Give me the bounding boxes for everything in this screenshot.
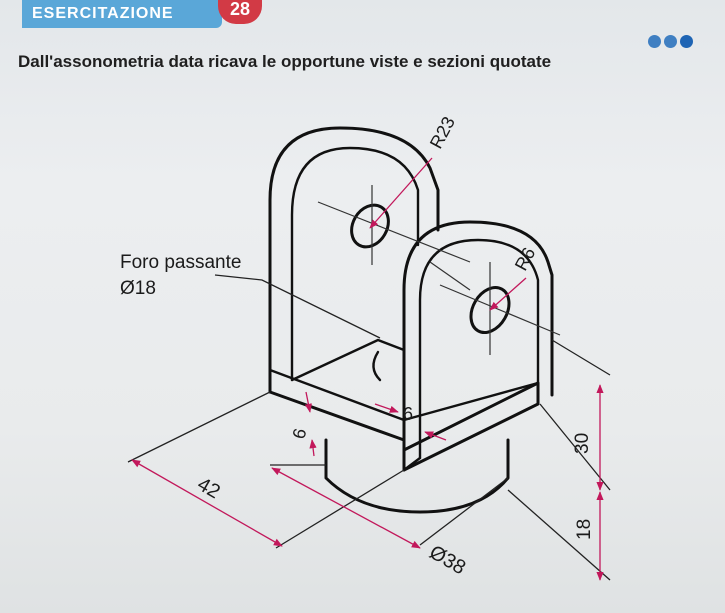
back-hole: [350, 203, 390, 249]
difficulty-dot-icon: [648, 35, 661, 48]
dim-label-r23: R23: [426, 113, 459, 152]
dim-label-6-top: 6: [403, 404, 413, 424]
difficulty-dot-icon: [664, 35, 677, 48]
extension-line: [127, 391, 271, 463]
difficulty-dot-icon: [680, 35, 693, 48]
dim-line-42: [131, 459, 283, 547]
center-line: [429, 261, 471, 291]
extension-line: [507, 489, 611, 581]
dim-label-30: 30: [572, 433, 593, 454]
dim-label-6-left: 6: [289, 426, 311, 441]
dim-line-r23: [369, 157, 433, 229]
exercise-number-badge: 28: [218, 0, 262, 24]
hole-label-line2: Ø18: [120, 278, 156, 299]
dim-label-d38: Ø38: [426, 541, 470, 579]
front-lug-inner-edge: [418, 238, 540, 460]
dim-line-d38: [271, 467, 421, 549]
dim-label-42: 42: [194, 473, 224, 503]
center-line: [317, 201, 471, 263]
dim-line-6-left: [304, 391, 312, 413]
difficulty-dots: [648, 35, 693, 48]
inner-floor-edge: [290, 338, 406, 382]
front-lug: [402, 220, 554, 472]
dim-line-r6: [489, 277, 527, 311]
inner-hole-arc: [372, 350, 382, 382]
center-line: [439, 284, 561, 336]
dim-line-6-left-b: [309, 439, 317, 457]
section-tab: ESERCITAZIONE: [22, 0, 222, 28]
exercise-instruction: Dall'assonometria data ricava le opportu…: [18, 52, 552, 71]
hole-leader-line: [214, 274, 381, 339]
dim-label-18: 18: [574, 519, 595, 540]
extension-line: [419, 477, 509, 546]
object-outline: [268, 126, 554, 514]
dimension-lines: [127, 157, 611, 581]
section-label: ESERCITAZIONE: [32, 5, 174, 22]
exercise-number: 28: [229, 0, 251, 19]
extension-line: [551, 339, 611, 376]
back-lug: [268, 126, 440, 394]
dim-line-6-top-b: [424, 431, 447, 441]
hole-label-line1: Foro passante: [120, 252, 241, 273]
back-lug-inner-edge: [290, 146, 420, 382]
dim-line-6-top: [374, 403, 399, 413]
front-hole: [469, 286, 511, 334]
